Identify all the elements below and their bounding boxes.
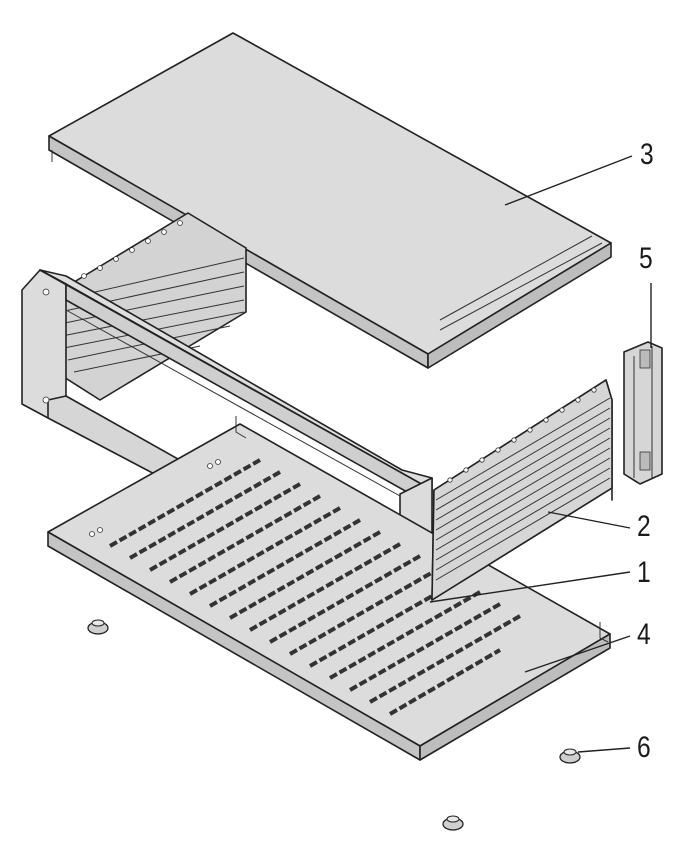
leader-3 xyxy=(504,155,633,206)
foot-bottom xyxy=(442,815,464,831)
callout-6: 6 xyxy=(637,731,651,764)
foot-right xyxy=(559,748,581,764)
leader-lines xyxy=(429,155,652,753)
rear-clip xyxy=(623,341,663,485)
callout-5: 5 xyxy=(639,242,653,275)
leader-4 xyxy=(524,635,631,673)
callout-2: 2 xyxy=(637,510,651,543)
side-profile xyxy=(431,379,613,601)
base-panel xyxy=(47,416,611,761)
callout-4: 4 xyxy=(637,618,651,651)
leader-2 xyxy=(547,511,631,529)
callout-3: 3 xyxy=(640,138,654,171)
foot-left xyxy=(87,619,109,635)
leader-6 xyxy=(577,747,631,753)
leader-1 xyxy=(429,571,631,603)
callout-1: 1 xyxy=(637,556,651,589)
